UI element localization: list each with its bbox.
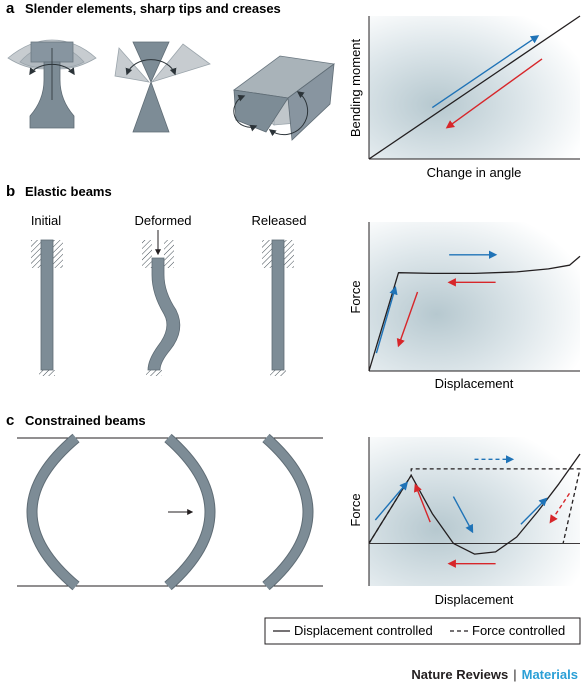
chart-a-xlabel: Change in angle (427, 165, 522, 180)
chart-c-series-0-solid (368, 453, 581, 555)
panel-a-letter: a (6, 0, 15, 17)
rotating-slender-element-icon (7, 39, 97, 129)
chart-c-blue-loading-arrow-4 (520, 497, 548, 525)
panel-a-title: Slender elements, sharp tips and creases (25, 1, 281, 16)
chart-b-plot-area (369, 222, 580, 371)
chart-b-red-unloading-arrow-1 (396, 291, 419, 348)
chart-c-plot-area (369, 437, 580, 586)
chart-c-red-unloading-arrow-1 (413, 483, 431, 523)
journal-credit: Nature Reviews | Materials (411, 667, 578, 682)
legend-box (264, 617, 581, 645)
panel-c-title: Constrained beams (25, 413, 146, 428)
stage-label-initial: Initial (31, 213, 61, 228)
chart-c-blue-loading-arrow-2 (452, 496, 474, 534)
chart-c-xlabel: Displacement (435, 592, 514, 607)
legend-dashed-label: Force controlled (472, 623, 565, 638)
chart-a-series-0-solid (368, 15, 581, 160)
stage-label-deformed: Deformed (134, 213, 191, 228)
chart-c-series-1-dashed (368, 468, 581, 544)
chart-b-blue-loading-arrow-0 (375, 285, 398, 354)
chart-b-xlabel: Displacement (435, 376, 514, 391)
stage-label-released: Released (252, 213, 307, 228)
footer-separator: | (513, 667, 516, 682)
chart-a: Change in angle Bending moment (348, 15, 581, 180)
chart-c-blue-loading-arrow-0 (374, 481, 409, 521)
constrained-beam-1 (27, 434, 79, 590)
rotating-crease-icon (232, 55, 336, 141)
panel-b-letter: b (6, 183, 15, 200)
chart-b: Displacement Force (348, 222, 581, 391)
chart-c-ylabel: Force (348, 493, 363, 526)
chart-b-ylabel: Force (348, 280, 363, 313)
legend-solid-label: Displacement controlled (294, 623, 433, 638)
beam-initial (31, 239, 63, 376)
chart-b-series-0-solid (368, 255, 581, 372)
chart-a-ylabel: Bending moment (348, 38, 363, 137)
beam-released (262, 239, 294, 376)
constrained-beam-2 (165, 434, 215, 590)
rotating-sharp-tip-icon (114, 41, 211, 133)
footer-journal: Materials (522, 667, 578, 682)
beam-deformed (142, 230, 181, 376)
panel-b-title: Elastic beams (25, 184, 112, 199)
constrained-beam-3 (263, 434, 313, 590)
chart-c: Displacement Force (348, 437, 581, 607)
chart-c-red-unloading-arrow-6 (549, 493, 571, 524)
chart-a-blue-loading-arrow-0 (431, 35, 540, 109)
chart-a-red-unloading-arrow-1 (445, 58, 543, 129)
legend: Displacement controlled Force controlled (264, 617, 581, 645)
panel-c-letter: c (6, 412, 14, 429)
constrained-beams-group (17, 433, 323, 591)
footer-brand: Nature Reviews (411, 667, 508, 682)
